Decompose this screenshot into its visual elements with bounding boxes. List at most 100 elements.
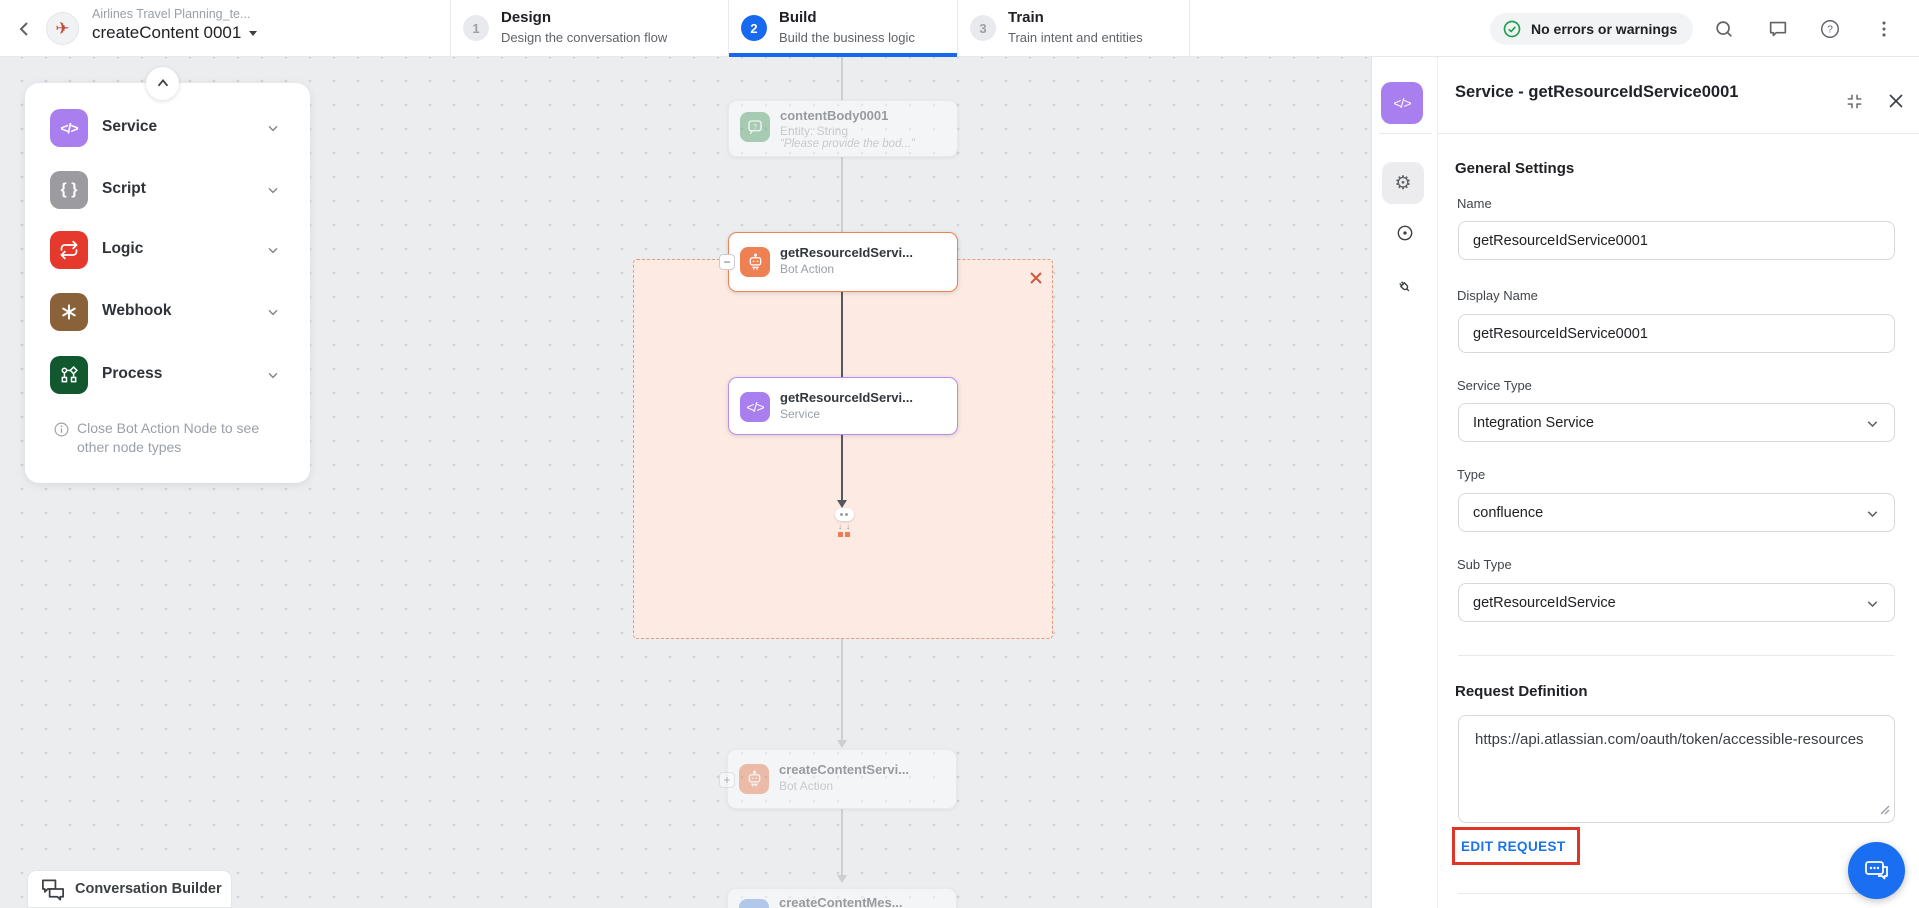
flow-canvas[interactable]: ? contentBody0001 Entity: String “Please… [0,57,1371,908]
rail-divider [1379,133,1432,134]
chevron-down-icon [265,182,281,198]
chevron-up-icon [155,76,171,92]
type-value: confluence [1473,504,1544,521]
bot-avatar: ✈ [46,12,79,45]
connector-arrow [837,500,847,508]
rail-service-tab[interactable]: </> [1381,82,1423,124]
help-button[interactable]: ? [1818,17,1842,41]
tab-build-description: Build the business logic [779,30,915,45]
connector-arrow [837,740,847,748]
palette-note: Close Bot Action Node to see other node … [53,419,281,457]
palette-item-label: Logic [102,240,144,257]
info-icon [53,421,70,438]
node-bot-action[interactable]: getResourceIdServi... Bot Action [728,232,958,292]
close-icon [1887,92,1905,110]
chevron-down-icon [1864,415,1881,432]
section-divider [1458,893,1895,894]
request-definition-textarea[interactable]: https://api.atlassian.com/oauth/token/ac… [1458,715,1895,823]
palette-item-label: Service [102,118,158,135]
chevron-down-icon [265,304,281,320]
palette-note-text: Close Bot Action Node to see other node … [77,420,260,455]
panel-icon-rail: </> ⚙ [1371,57,1438,908]
palette-item-process[interactable]: Process [25,356,310,400]
node-title: contentBody0001 [780,108,889,123]
section-divider [1458,655,1895,656]
search-button[interactable] [1712,17,1736,41]
service-type-label: Service Type [1457,378,1532,393]
rail-connector-tab[interactable] [1384,271,1426,303]
status-badge[interactable]: No errors or warnings [1490,13,1694,45]
display-name-input[interactable] [1458,314,1895,353]
circle-dot-icon [1395,223,1415,243]
comments-button[interactable] [1766,17,1790,41]
tab-train[interactable]: 3 Train Train intent and entities [957,0,1190,57]
node-content-body[interactable]: ? contentBody0001 Entity: String “Please… [728,100,958,157]
sub-type-select[interactable]: getResourceIdService [1458,583,1895,622]
breadcrumb: Airlines Travel Planning_te... createCon… [92,7,258,43]
node-subtitle: Bot Action [779,779,834,793]
svg-text:?: ? [753,122,757,131]
close-icon [1027,269,1047,287]
overflow-menu-button[interactable] [1872,17,1896,41]
panel-header-divider [1438,133,1919,134]
edit-request-link[interactable]: EDIT REQUEST [1461,839,1566,854]
type-select[interactable]: confluence [1458,493,1895,532]
request-definition-heading: Request Definition [1455,683,1588,700]
palette-item-logic[interactable]: Logic [25,231,310,275]
palette-item-service[interactable]: </> Service [25,109,310,153]
tab-build[interactable]: 2 Build Build the business logic [728,0,957,57]
connector [841,639,843,740]
conversation-builder-tab[interactable]: Conversation Builder [27,870,232,908]
drop-arrows-icon: ↓↓ [838,522,850,531]
palette-item-label: Script [102,180,146,197]
palette-item-webhook[interactable]: Webhook [25,293,310,337]
tab-build-number: 2 [741,15,767,41]
drop-target-indicator[interactable]: ↓↓ [831,508,857,537]
collapse-panel-button[interactable] [1843,90,1865,112]
tab-design[interactable]: 1 Design Design the conversation flow [450,0,728,57]
node-subtitle: Entity: String [780,124,849,138]
close-group-button[interactable] [1027,268,1047,288]
drop-pill [834,508,854,521]
bot-name-dropdown[interactable]: createContent 0001 [92,23,258,43]
service-type-value: Integration Service [1473,414,1594,431]
connector [841,435,843,500]
bot-action-group [633,259,1053,639]
gear-icon: ⚙ [1394,172,1412,194]
logic-repeat-icon [50,231,88,269]
node-create-content-service[interactable]: createContentServi... Bot Action [727,749,957,809]
general-settings-heading: General Settings [1455,160,1575,177]
palette-item-label: Webhook [102,302,172,319]
bot-name: createContent 0001 [92,23,242,42]
back-button[interactable] [12,16,38,42]
palette-item-script[interactable]: { } Script [25,171,310,215]
app-subtitle: Airlines Travel Planning_te... [92,7,251,21]
check-circle-icon [1502,19,1522,39]
close-panel-button[interactable] [1884,89,1908,113]
palette-collapse-button[interactable] [146,67,179,100]
status-badge-label: No errors or warnings [1531,21,1678,37]
sub-type-value: getResourceIdService [1473,594,1616,611]
connector [841,157,843,232]
type-label: Type [1457,467,1486,482]
node-service[interactable]: </> getResourceIdServi... Service [728,377,958,435]
connector [841,292,843,377]
connector-arrow [837,875,847,883]
drop-squares-icon [831,532,857,537]
plug-icon [1395,277,1415,297]
expand-node-button[interactable]: + [719,772,735,788]
rail-target-tab[interactable] [1384,217,1426,249]
chat-widget-button[interactable] [1848,842,1905,899]
rail-settings-tab[interactable]: ⚙ [1382,162,1424,204]
top-header: ✈ Airlines Travel Planning_te... createC… [0,0,1919,57]
service-type-select[interactable]: Integration Service [1458,403,1895,442]
node-create-content-message[interactable]: createContentMes... [727,888,957,908]
collapse-node-button[interactable]: − [719,254,735,270]
airplane-icon: ✈ [55,18,70,38]
webhook-asterisk-icon [50,293,88,331]
chevron-down-icon [1864,505,1881,522]
tab-design-description: Design the conversation flow [501,30,668,45]
name-input[interactable] [1458,221,1895,260]
chevron-down-icon [265,120,281,136]
